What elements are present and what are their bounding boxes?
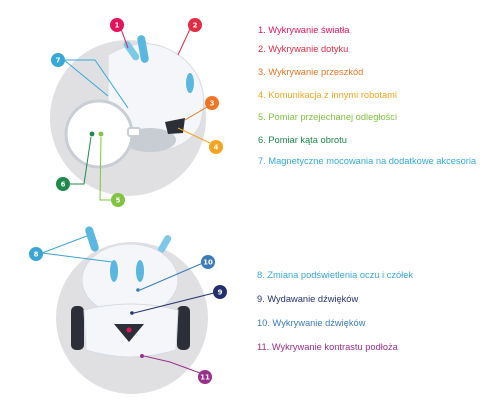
svg-text:9: 9 bbox=[218, 289, 223, 297]
badge-1: 1 bbox=[110, 18, 124, 32]
top-robot-eye bbox=[186, 73, 194, 93]
svg-text:5: 5 bbox=[116, 197, 121, 205]
svg-text:10: 10 bbox=[203, 259, 213, 267]
bottom-robot-illustration bbox=[56, 226, 208, 394]
badge-8: 8 bbox=[29, 247, 43, 261]
bottom-antenna-left bbox=[85, 226, 99, 252]
legend-item-6: 6. Pomiar kąta obrotu bbox=[258, 135, 347, 145]
floor-sensor-dot bbox=[140, 354, 144, 358]
svg-text:6: 6 bbox=[61, 181, 66, 189]
legend-top: 1. Wykrywanie światła 2. Wykrywanie doty… bbox=[258, 25, 483, 185]
badge-9: 9 bbox=[213, 285, 227, 299]
bottom-callout-lines bbox=[41, 235, 215, 374]
svg-text:1: 1 bbox=[115, 22, 120, 30]
bottom-wheel-left bbox=[71, 306, 84, 350]
badge-10: 10 bbox=[201, 255, 215, 269]
svg-text:4: 4 bbox=[214, 144, 219, 152]
legend-item-1: 1. Wykrywanie światła bbox=[258, 25, 350, 35]
sound-sensor-dot bbox=[136, 288, 140, 292]
bottom-speaker bbox=[114, 324, 144, 342]
legend-item-11: 11. Wykrywanie kontrastu podłoża bbox=[257, 342, 398, 352]
sensor-dot-6 bbox=[89, 131, 95, 137]
top-antenna-1 bbox=[137, 35, 149, 63]
badge-2: 2 bbox=[188, 18, 202, 32]
magnifier-handle bbox=[127, 127, 141, 137]
legend-item-4: 4. Komunikacja z innymi robotami bbox=[258, 90, 397, 100]
top-robot-illustration bbox=[50, 35, 206, 196]
svg-text:3: 3 bbox=[210, 100, 215, 108]
svg-text:2: 2 bbox=[193, 22, 198, 30]
top-front-sensor bbox=[165, 118, 185, 134]
bottom-antenna-right bbox=[157, 235, 172, 254]
badge-4: 4 bbox=[209, 140, 223, 154]
legend-item-2: 2. Wykrywanie dotyku bbox=[258, 44, 349, 54]
legend-item-8: 8. Zmiana podświetlenia oczu i czółek bbox=[257, 270, 414, 280]
legend-item-7: 7. Magnetyczne mocowania na dodatkowe ak… bbox=[258, 156, 477, 166]
bottom-wheel-right bbox=[177, 306, 190, 350]
bottom-eye-right bbox=[136, 260, 144, 282]
speaker-dot bbox=[130, 311, 134, 315]
badge-6: 6 bbox=[56, 177, 70, 191]
legend-item-5: 5. Pomiar przejechanej odległości bbox=[258, 112, 398, 122]
top-callout-lines bbox=[63, 28, 211, 201]
badge-11: 11 bbox=[198, 370, 212, 384]
bottom-eye-left bbox=[110, 260, 118, 282]
legend-item-10: 10. Wykrywanie dźwięków bbox=[257, 318, 366, 328]
svg-text:8: 8 bbox=[34, 251, 39, 259]
badge-3: 3 bbox=[205, 96, 219, 110]
legend-item-9: 9. Wydawanie dźwięków bbox=[257, 294, 359, 304]
legend-bottom: 8. Zmiana podświetlenia oczu i czółek 9.… bbox=[257, 270, 482, 360]
sensor-dot-5 bbox=[98, 131, 104, 137]
legend-item-3: 3. Wykrywanie przeszkód bbox=[258, 67, 364, 77]
badge-7: 7 bbox=[51, 53, 65, 67]
svg-text:7: 7 bbox=[56, 57, 61, 65]
badge-5: 5 bbox=[111, 193, 125, 207]
bottom-speaker-light bbox=[126, 327, 132, 333]
svg-text:11: 11 bbox=[200, 374, 210, 382]
